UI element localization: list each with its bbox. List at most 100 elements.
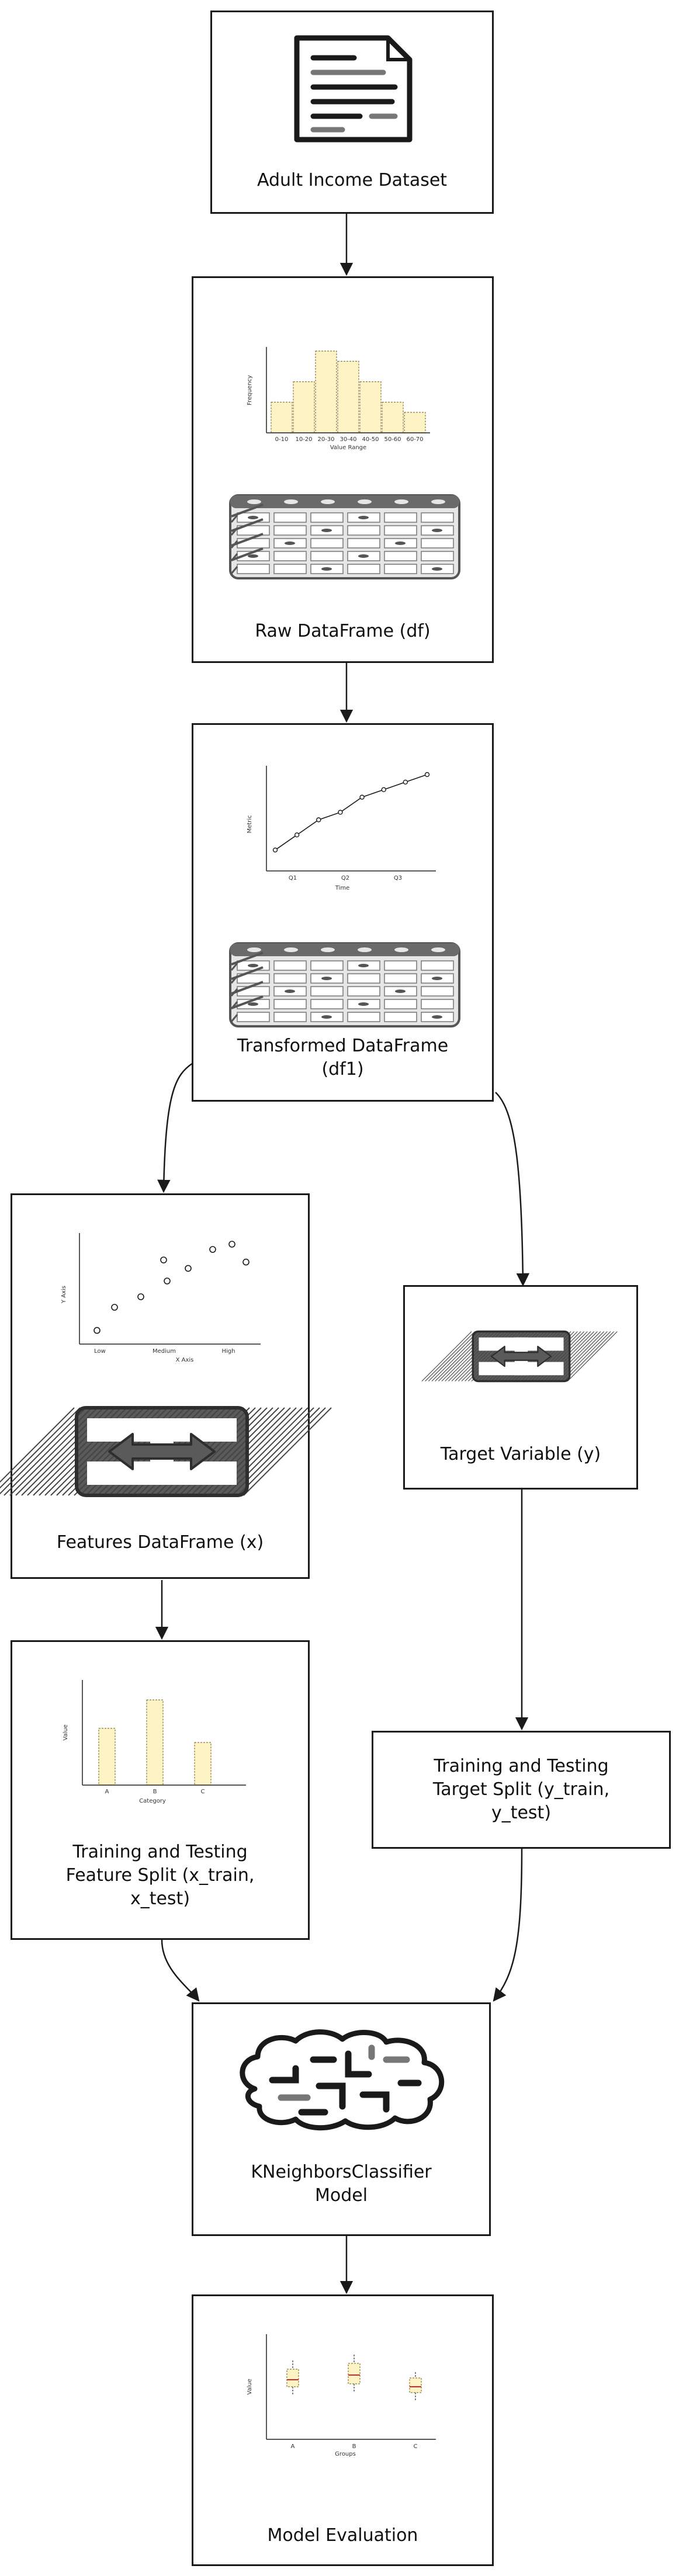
- box: [409, 2377, 422, 2393]
- header-cell: [284, 499, 298, 504]
- tick-label: B: [352, 2443, 356, 2450]
- header-cell: [431, 499, 445, 504]
- scatter-point: [242, 1258, 250, 1266]
- tick-label: A: [105, 1789, 109, 1795]
- cell-value: [248, 516, 258, 519]
- table-cell: [421, 551, 454, 561]
- scatter-point: [137, 1293, 144, 1300]
- table-cell: [347, 564, 380, 574]
- table-cell: [384, 973, 417, 984]
- table-cell: [273, 960, 307, 971]
- line-point: [424, 772, 430, 777]
- header-cell: [321, 947, 335, 952]
- histogram-bar: [337, 360, 359, 433]
- cell-value: [358, 1002, 369, 1006]
- table-cell: [310, 999, 344, 1009]
- y-axis-label: Metric: [247, 815, 253, 833]
- tick-label: 20-30: [317, 436, 334, 443]
- header-cell: [358, 499, 372, 504]
- cell-value: [248, 1002, 258, 1006]
- cell-value: [285, 541, 295, 545]
- node-target-split[interactable]: Training and Testing Target Split (y_tra…: [372, 1731, 671, 1849]
- table-cell: [384, 525, 417, 536]
- cell-value: [358, 964, 369, 967]
- cell-value: [285, 990, 295, 993]
- row-stripe: [231, 981, 264, 995]
- table-cell: [347, 538, 380, 548]
- table-cell: [273, 525, 307, 536]
- table-cell: [310, 551, 344, 561]
- tick-label: Low: [94, 1348, 106, 1355]
- arrow-featuresplit-to-model: [161, 1939, 200, 2002]
- line-point: [338, 810, 343, 815]
- hatch-line: [567, 1331, 618, 1381]
- tick-label: Q3: [394, 875, 402, 881]
- table-cell: [273, 551, 307, 561]
- node-label: Training and Testing Feature Split (x_tr…: [65, 1842, 255, 1909]
- scatter-point: [160, 1256, 167, 1263]
- table-icon: [229, 942, 460, 1027]
- tick-label: C: [201, 1789, 205, 1795]
- node-adult-income-dataset[interactable]: Adult Income Dataset: [210, 11, 494, 214]
- line-point: [403, 779, 408, 785]
- icon-border: [472, 1330, 571, 1383]
- swap-arrows-icon: [421, 1330, 618, 1383]
- cell-value: [432, 529, 442, 532]
- row-stripe: [231, 952, 264, 966]
- table-cell: [421, 960, 454, 971]
- y-axis-label: Frequency: [247, 375, 253, 405]
- tick-label: 60-70: [406, 436, 423, 443]
- table-cell: [421, 512, 454, 523]
- table-cell: [310, 538, 344, 548]
- x-axis-label: Category: [139, 1798, 166, 1804]
- cell-value: [248, 554, 258, 558]
- histogram-bar: [359, 381, 382, 433]
- histogram-bar: [404, 412, 426, 433]
- document-icon: [294, 35, 413, 143]
- table-cell: [421, 999, 454, 1009]
- box: [348, 2363, 361, 2384]
- node-label: Target Variable (y): [440, 1444, 601, 1464]
- series-line: [275, 774, 428, 850]
- cell-value: [432, 1015, 442, 1019]
- header-cell: [321, 499, 335, 504]
- tick-label: High: [222, 1348, 235, 1355]
- tick-label: B: [153, 1789, 157, 1795]
- hatch-line: [0, 1407, 86, 1495]
- table-cell: [310, 960, 344, 971]
- scatter-point: [185, 1265, 192, 1272]
- cell-value: [321, 529, 332, 532]
- table-cell: [347, 986, 380, 997]
- header-cell: [247, 499, 261, 504]
- node-target-variable[interactable]: Target Variable (y): [403, 1285, 638, 1490]
- node-label: Raw DataFrame (df): [255, 621, 431, 641]
- table-cell: [384, 551, 417, 561]
- node-kneighbors-model[interactable]: KNeighborsClassifier Model: [192, 2002, 491, 2236]
- node-label: KNeighborsClassifier Model: [251, 2162, 432, 2206]
- row-stripe: [231, 966, 264, 980]
- table-cell: [384, 1012, 417, 1022]
- table-cell: [273, 1012, 307, 1022]
- line-point: [381, 787, 386, 793]
- table-cell: [273, 564, 307, 574]
- node-label: Model Evaluation: [267, 2525, 418, 2546]
- row-stripe: [230, 963, 238, 971]
- hatch-line: [0, 1407, 75, 1483]
- hatch-line: [557, 1331, 608, 1381]
- tick-label: C: [414, 2443, 418, 2450]
- row-stripe: [230, 1014, 238, 1022]
- table-cell: [421, 986, 454, 997]
- table-cell: [273, 973, 307, 984]
- node-label: Training and Testing Target Split (y_tra…: [432, 1756, 610, 1823]
- node-label: Transformed DataFrame (df1): [237, 1036, 449, 1079]
- hatch-line: [425, 1331, 476, 1381]
- y-axis-label: Value: [247, 2379, 253, 2394]
- table-cell: [273, 512, 307, 523]
- line-point: [316, 817, 321, 822]
